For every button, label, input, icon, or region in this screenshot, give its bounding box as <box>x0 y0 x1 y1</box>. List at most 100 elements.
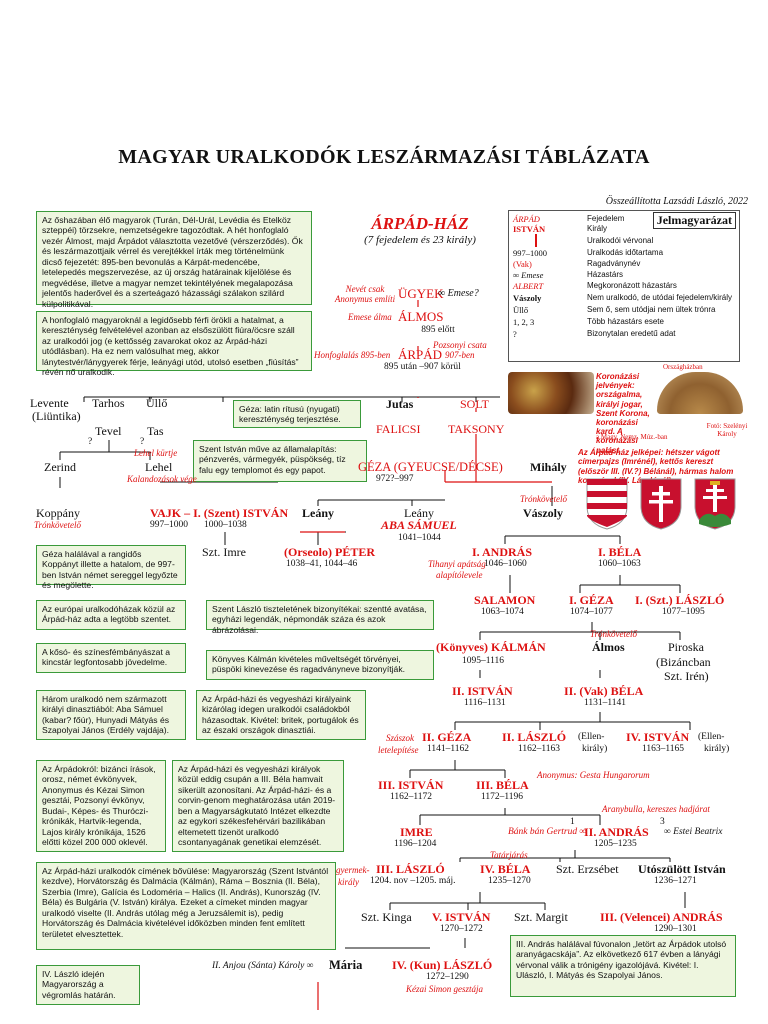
vaszoly-note: Trónkövetelő <box>520 494 567 504</box>
istvan4-extra-2: király) <box>704 744 730 754</box>
node-maria[interactable]: Mária <box>329 958 363 972</box>
arpad-note-2: 907-ben <box>445 350 475 360</box>
node-geza2[interactable]: II. GÉZA <box>422 730 472 744</box>
node-andras1[interactable]: I. ANDRÁS <box>472 545 533 559</box>
ugyek-note: Nevét csak Anonymus említi <box>334 284 396 305</box>
node-tarhos[interactable]: Tarhos <box>92 396 125 410</box>
node-jutas[interactable]: Jutas <box>386 397 414 411</box>
node-peter[interactable]: (Orseolo) PÉTER <box>284 545 375 559</box>
legend-value: Ragadványnév <box>587 259 641 268</box>
node-utoszulott[interactable]: Utószülött István <box>638 862 726 876</box>
geza2-note-2: letelepítése <box>378 745 419 755</box>
tatarjaras-note: Tatárjárás <box>490 850 528 860</box>
node-leany-1[interactable]: Leány <box>302 506 335 520</box>
node-istvan2[interactable]: II. ISTVÁN <box>452 684 513 698</box>
legend-value: Több házastárs esete <box>587 317 664 326</box>
spouse-num-3: 3 <box>660 817 665 827</box>
laszlo3-date: 1204. nov –1205. máj. <box>370 876 456 886</box>
istvan2-date: 1116–1131 <box>464 698 506 708</box>
node-imre-saint[interactable]: Szt. Imre <box>202 545 246 559</box>
node-leany-2[interactable]: Leány <box>404 506 434 520</box>
ugyek-spouse: ∞ Emese? <box>438 288 479 299</box>
node-taksony[interactable]: TAKSONY <box>448 422 505 436</box>
page-title: MAGYAR URALKODÓK LESZÁRMAZÁSI TÁBLÁZATA <box>118 146 650 168</box>
node-bela3[interactable]: III. BÉLA <box>476 778 529 792</box>
node-geza[interactable]: GÉZA (GYEUCSE/DÉCSE) <box>358 460 503 474</box>
node-bela2[interactable]: II. (Vak) BÉLA <box>564 684 644 698</box>
laszlo4-note: Kézai Simon gesztája <box>406 984 484 994</box>
node-erzsebet[interactable]: Szt. Erzsébet <box>556 862 619 876</box>
node-solt[interactable]: SOLT <box>460 397 489 411</box>
node-laszlo3[interactable]: III. LÁSZLÓ <box>376 862 445 876</box>
beatrix-spouse: ∞ Estei Beatrix <box>664 827 723 837</box>
legend-key: ALBERT <box>513 281 544 291</box>
node-arpad[interactable]: ÁRPÁD <box>398 347 443 362</box>
info-text: Géza: latin rítusú (nyugati) kereszténys… <box>239 404 341 425</box>
geza2-note-1: Szászok <box>386 733 415 743</box>
node-istvan3[interactable]: III. ISTVÁN <box>378 778 444 792</box>
node-liuntika: (Liüntika) <box>32 409 81 423</box>
istvan1-date-2: 1000–1038 <box>204 520 247 530</box>
node-salamon[interactable]: SALAMON <box>474 593 536 607</box>
insignia-caption: Koronázási jelvények: országalma, király… <box>596 372 650 455</box>
info-box-titles: Az Árpád-házi uralkodók címének bővülése… <box>36 862 336 950</box>
peter-date: 1038–41, 1044–46 <box>286 559 358 569</box>
node-margit[interactable]: Szt. Margit <box>514 910 568 924</box>
info-text: Szent István műve az államalapítás: pénz… <box>199 444 346 475</box>
legend-title: Jelmagyarázat <box>652 212 736 229</box>
piroska-line-3: Szt. Irén) <box>664 669 709 683</box>
node-aba[interactable]: ABA SÁMUEL <box>381 518 457 532</box>
legend-key: ÁRPÁD <box>513 214 540 224</box>
node-tevel[interactable]: Tevel <box>95 424 122 438</box>
node-kalman[interactable]: (Könyves) KÁLMÁN <box>436 640 546 654</box>
node-bela4[interactable]: IV. BÉLA <box>480 862 531 876</box>
node-ugyek[interactable]: ÜGYEK <box>398 286 444 301</box>
node-koppany[interactable]: Koppány <box>36 506 80 520</box>
node-istvan5[interactable]: V. ISTVÁN <box>432 910 491 924</box>
kalman-date: 1095–1116 <box>462 656 505 666</box>
legend-key: ∞ Emese <box>513 270 544 280</box>
triple-mount-shield-icon <box>694 478 736 530</box>
node-mihaly[interactable]: Mihály <box>530 460 567 474</box>
info-box-dynasties: Három uralkodó nem származott királyi di… <box>36 690 186 740</box>
salamon-date: 1063–1074 <box>481 607 524 617</box>
node-istvan1[interactable]: VAJK – I. (Szent) ISTVÁN <box>150 506 289 520</box>
info-box-origins: Az őshazában élő magyarok (Turán, Dél-Ur… <box>36 211 312 309</box>
node-ullo[interactable]: Üllő <box>146 396 168 410</box>
legend-key: Vászoly <box>513 293 542 303</box>
info-box-andras3: III. András halálával fúvonalon „letört … <box>510 935 736 997</box>
laszlo2-extra: (Ellen- <box>578 732 605 742</box>
node-almos2[interactable]: Álmos <box>592 640 625 654</box>
legend-value: Bizonytalan eredetű adat <box>587 329 676 338</box>
almos-note: Emese álma <box>348 312 392 322</box>
node-imre[interactable]: IMRE <box>400 825 433 839</box>
node-falicsi[interactable]: FALICSI <box>376 422 421 436</box>
legend-value: Nem uralkodó, de utódai fejedelem/király <box>587 293 732 302</box>
node-istvan4[interactable]: IV. ISTVÁN <box>626 730 690 744</box>
istvan5-date: 1270–1272 <box>440 924 483 934</box>
node-laszlo2[interactable]: II. LÁSZLÓ <box>502 730 567 744</box>
node-piroska[interactable]: Piroska <box>668 640 704 654</box>
andras3-date: 1290–1301 <box>654 924 697 934</box>
node-andras3[interactable]: III. (Velencei) ANDRÁS <box>600 910 723 924</box>
arpad-note-1: Pozsonyi csata <box>433 340 487 350</box>
arpad-note-3: Honfoglalás 895-ben <box>314 350 391 360</box>
node-tas[interactable]: Tas <box>147 424 164 438</box>
node-almos[interactable]: ÁLMOS <box>398 309 444 324</box>
info-box-laszlo: Szent László tiszteletének bizonyítékai:… <box>206 600 434 635</box>
node-levente[interactable]: Levente <box>30 396 69 410</box>
node-laszlo4[interactable]: IV. (Kun) LÁSZLÓ <box>392 958 493 972</box>
node-geza1[interactable]: I. GÉZA <box>569 593 614 607</box>
info-box-istvan: Szent István műve az államalapítás: pénz… <box>193 440 367 482</box>
node-vaszoly[interactable]: Vászoly <box>523 506 563 520</box>
credit-line: Összeállította Lazsádi László, 2022 <box>605 196 748 207</box>
node-kinga[interactable]: Szt. Kinga <box>361 910 412 924</box>
node-andras2[interactable]: II. ANDRÁS <box>584 825 649 839</box>
node-laszlo1[interactable]: I. (Szt.) LÁSZLÓ <box>635 593 725 607</box>
node-zerind[interactable]: Zerind <box>44 460 76 474</box>
node-bela1[interactable]: I. BÉLA <box>598 545 642 559</box>
almos-date: 895 előtt <box>421 325 455 335</box>
node-lehel[interactable]: Lehel <box>145 460 173 474</box>
